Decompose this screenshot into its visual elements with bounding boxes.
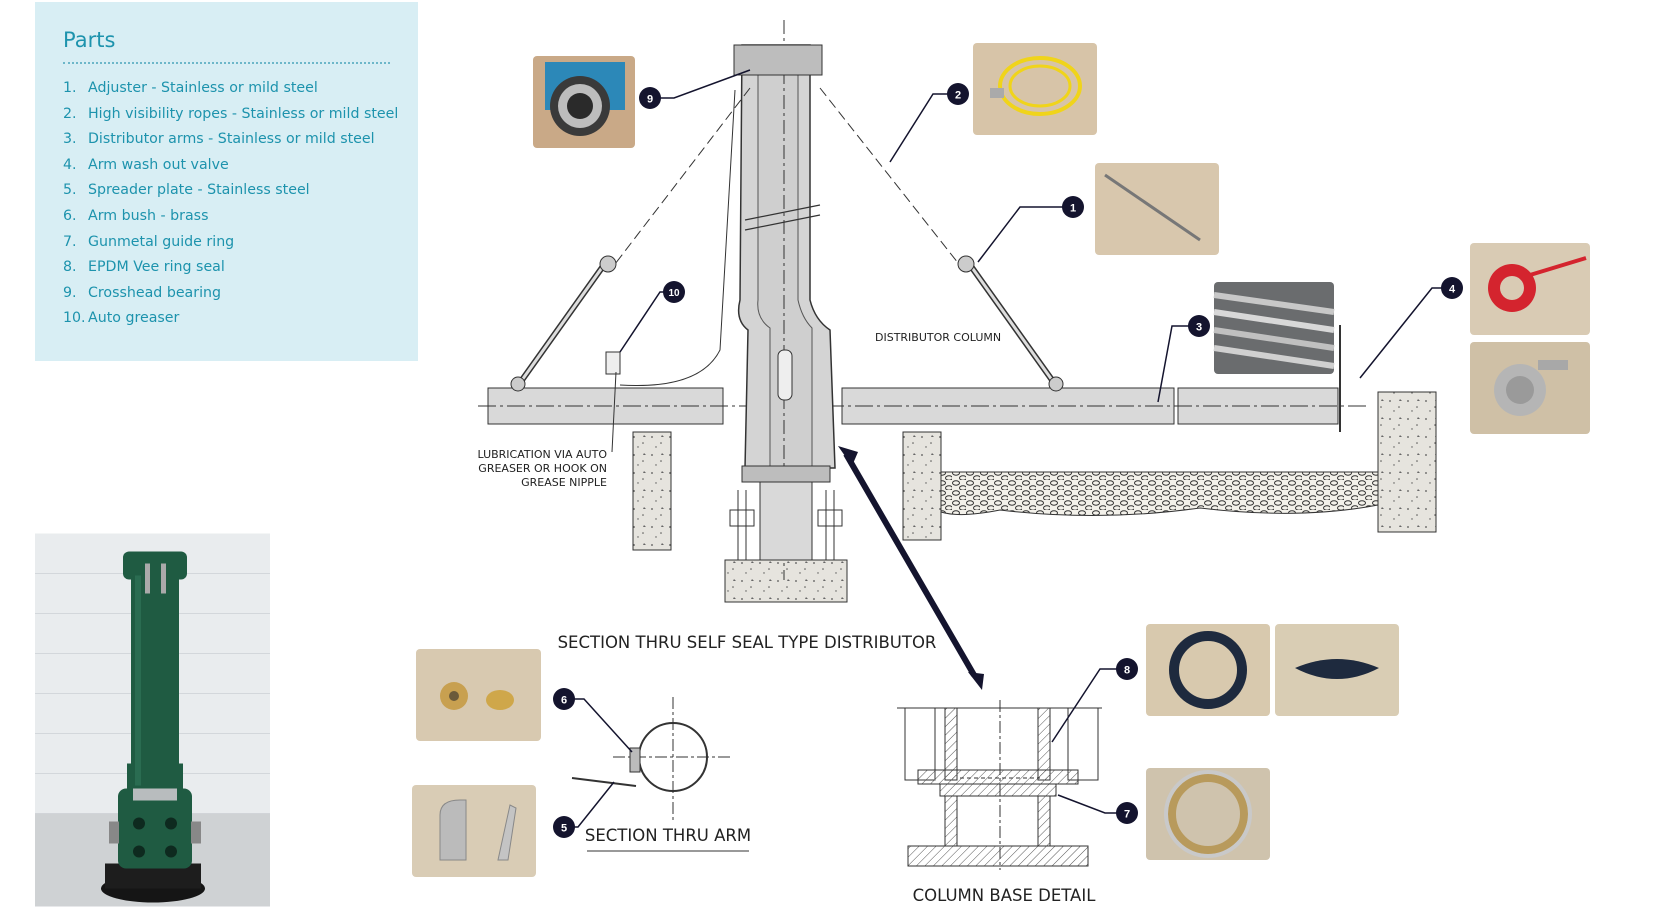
photo-gunmetal-guide-ring	[1146, 768, 1270, 860]
adjuster-left-eye	[599, 255, 617, 273]
callout-2-number: 2	[955, 90, 961, 102]
photo-arm-bush	[416, 649, 541, 741]
detail-arrow	[843, 452, 977, 677]
callout-8-number: 8	[1124, 665, 1130, 677]
parts-list-item: 3.Distributor arms - Stainless or mild s…	[63, 131, 375, 148]
left-wall	[632, 431, 672, 551]
parts-list-item: 9.Crosshead bearing	[63, 284, 222, 301]
callout-1: 1	[1062, 196, 1084, 218]
inner-wall	[902, 431, 942, 541]
adjuster-left-highlight	[520, 261, 608, 381]
base-plinth	[724, 559, 848, 603]
parts-list-item: 7.Gunmetal guide ring	[63, 233, 235, 250]
spreader-plate	[571, 777, 637, 787]
detail-arrow-head-bottom	[968, 672, 984, 690]
callout-7: 7	[1116, 802, 1138, 824]
distributor-column-photo	[35, 533, 270, 907]
detail-arrow-head-top	[838, 446, 858, 466]
holding-down-bolts	[729, 490, 843, 560]
rope-right	[819, 87, 963, 269]
column-port	[777, 349, 793, 401]
parts-list-item: 5.Spreader plate - Stainless steel	[63, 182, 310, 199]
callout-10-number: 10	[668, 288, 680, 299]
callout-5-number: 5	[561, 823, 567, 835]
photo-arm-wash-out-valve-steel	[1470, 342, 1590, 434]
photo-vee-ring-seal-face	[1146, 624, 1270, 716]
parts-list-item: 4.Arm wash out valve	[63, 156, 229, 173]
column-base-stem	[759, 481, 813, 561]
parts-panel: Parts 1.Adjuster - Stainless or mild ste…	[35, 2, 418, 361]
adjuster-left-anchor	[510, 376, 526, 392]
lubrication-note-line3: GREASE NIPPLE	[521, 476, 607, 489]
photo-distributor-arms	[1213, 282, 1335, 374]
callout-9-number: 9	[647, 94, 653, 106]
grease-line	[619, 89, 736, 387]
callout-6-number: 6	[561, 695, 567, 707]
photo-arm-wash-out-valve-red	[1470, 243, 1590, 335]
lubrication-note-line1: LUBRICATION VIA AUTO	[477, 448, 607, 461]
parts-title: Parts	[63, 28, 116, 52]
callout-3-number: 3	[1196, 322, 1202, 334]
adjuster-right-eye	[957, 255, 975, 273]
callout-9: 9	[639, 87, 661, 109]
adjuster-right-anchor	[1048, 376, 1064, 392]
parts-list-item: 8.EPDM Vee ring seal	[63, 259, 225, 276]
callout-10: 10	[663, 281, 685, 303]
auto-greaser	[605, 351, 621, 375]
callout-2: 2	[947, 83, 969, 105]
callout-8: 8	[1116, 658, 1138, 680]
callout-3: 3	[1188, 315, 1210, 337]
break-lines	[744, 204, 821, 231]
callout-4-number: 4	[1449, 284, 1456, 296]
label-distributor-column: DISTRIBUTOR COLUMN	[875, 331, 1001, 344]
callout-1-number: 1	[1070, 203, 1076, 215]
adjuster-right-highlight	[966, 261, 1054, 381]
photo-vee-ring-seal-side	[1275, 624, 1399, 716]
lubrication-note-line2: GREASER OR HOOK ON	[478, 462, 607, 475]
parts-list-item: 6.Arm bush - brass	[63, 207, 209, 224]
filter-media-gravel	[940, 471, 1379, 517]
lubrication-leader	[611, 371, 617, 453]
section-title: SECTION THRU SELF SEAL TYPE DISTRIBUTOR	[558, 633, 937, 652]
parts-list-item: 10.Auto greaser	[63, 310, 180, 327]
parts-list-item: 1.Adjuster - Stainless or mild steel	[63, 80, 318, 96]
section-arm-title: SECTION THRU ARM	[585, 826, 751, 845]
dotted-divider	[63, 62, 390, 64]
photo-spreader-plate	[412, 785, 536, 877]
right-wall	[1377, 391, 1437, 533]
photo-high-visibility-rope	[973, 43, 1097, 135]
photo-adjuster	[1095, 163, 1219, 255]
callout-5: 5	[553, 816, 575, 838]
rope-left	[611, 87, 751, 269]
column-base-flange	[741, 465, 831, 483]
callout-4: 4	[1441, 277, 1463, 299]
arm-bush	[629, 747, 641, 773]
callout-7-number: 7	[1124, 809, 1130, 821]
column-base-detail	[897, 700, 1102, 870]
parts-list-item: 2.High visibility ropes - Stainless or m…	[63, 105, 399, 122]
photo-crosshead-bearing	[533, 56, 635, 148]
parts-list: 1.Adjuster - Stainless or mild steel 2.H…	[63, 76, 399, 332]
callout-6: 6	[553, 688, 575, 710]
column-base-title: COLUMN BASE DETAIL	[913, 886, 1097, 903]
